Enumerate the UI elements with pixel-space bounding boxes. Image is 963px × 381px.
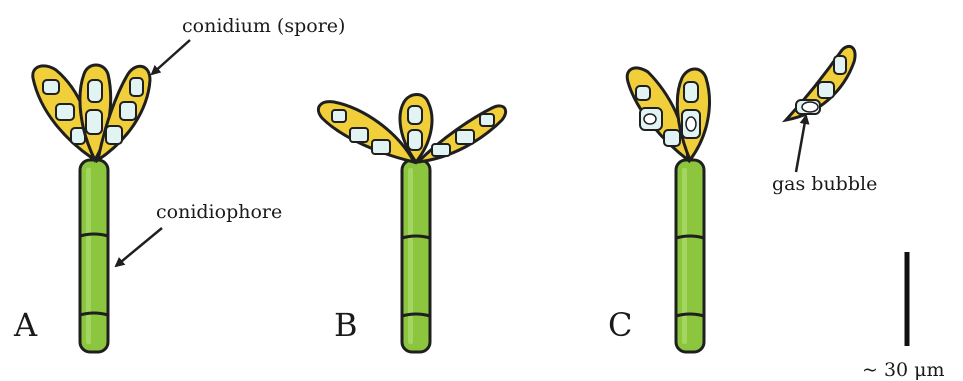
- conidiophore-annotation: conidiophore: [116, 201, 282, 266]
- conidiophore-label: conidiophore: [156, 201, 282, 223]
- detached-conidium: [786, 46, 855, 120]
- specimen-c: [627, 46, 855, 352]
- conidiophore-stalk-b: [402, 160, 430, 352]
- conidiophore-stalk-c: [676, 160, 704, 352]
- gas-bubble-c-right: [686, 117, 696, 131]
- gas-bubble-label: gas bubble: [772, 173, 877, 195]
- conidium-annotation: conidium (spore): [152, 15, 345, 74]
- gas-bubble-c-left: [644, 114, 656, 124]
- panel-label-b: B: [334, 306, 358, 344]
- panel-label-a: A: [13, 306, 38, 344]
- specimen-a: [33, 65, 150, 352]
- scale-bar-label: ~ 30 μm: [862, 359, 945, 381]
- gas-bubble-annotation: gas bubble: [772, 116, 877, 195]
- conidium-label: conidium (spore): [182, 15, 345, 37]
- conidiophore-stalk-a: [80, 160, 108, 352]
- scale-bar: ~ 30 μm: [862, 252, 945, 381]
- panel-label-c: C: [608, 306, 632, 344]
- gas-bubble-detached: [802, 102, 818, 112]
